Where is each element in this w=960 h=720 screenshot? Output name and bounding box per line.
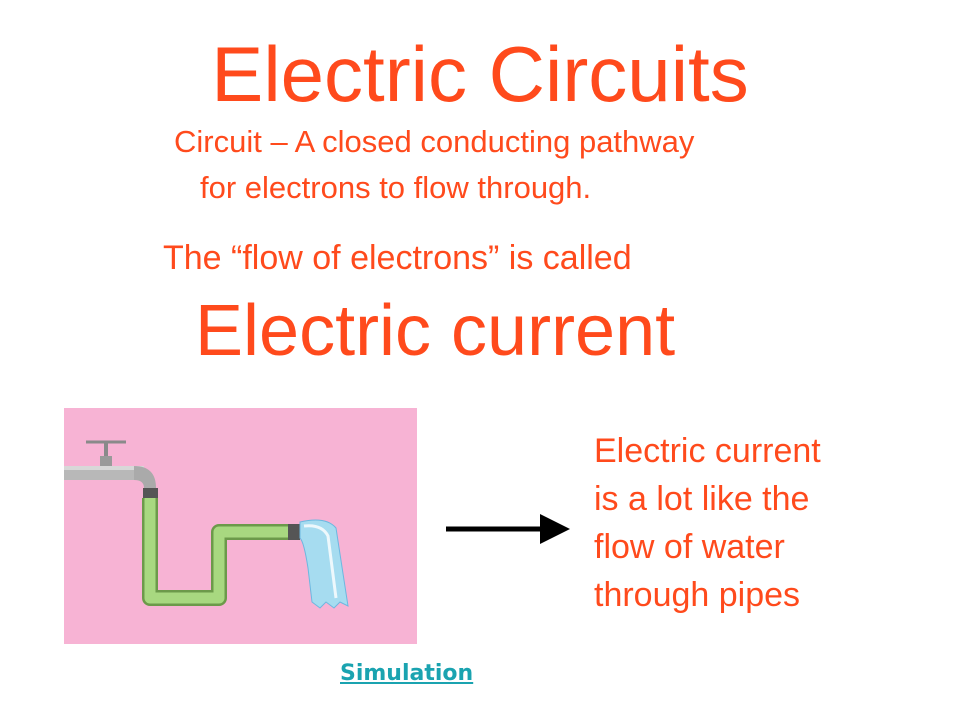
faucet-handle-icon bbox=[86, 440, 126, 466]
water-pipe-icon bbox=[64, 408, 417, 644]
analogy-line-3: flow of water bbox=[594, 528, 785, 566]
analogy-line-4: through pipes bbox=[594, 576, 801, 614]
simulation-link[interactable]: Simulation bbox=[340, 661, 474, 686]
faucet-icon bbox=[64, 466, 158, 498]
water-stream-icon bbox=[299, 519, 349, 609]
analogy-line-1: Electric current bbox=[594, 432, 821, 470]
slide-title: Electric Circuits bbox=[211, 30, 749, 118]
right-arrow-icon bbox=[446, 514, 570, 544]
nozzle-icon bbox=[288, 524, 300, 540]
electric-current-heading: Electric current bbox=[195, 291, 676, 371]
analogy-text: Electric current is a lot like the flow … bbox=[594, 427, 821, 619]
flow-intro-text: The “flow of electrons” is called bbox=[163, 239, 632, 277]
circuit-definition-line-1: Circuit – A closed conducting pathway bbox=[174, 124, 695, 159]
analogy-line-2: is a lot like the bbox=[594, 480, 810, 518]
circuit-definition-line-2: for electrons to flow through. bbox=[200, 170, 592, 205]
